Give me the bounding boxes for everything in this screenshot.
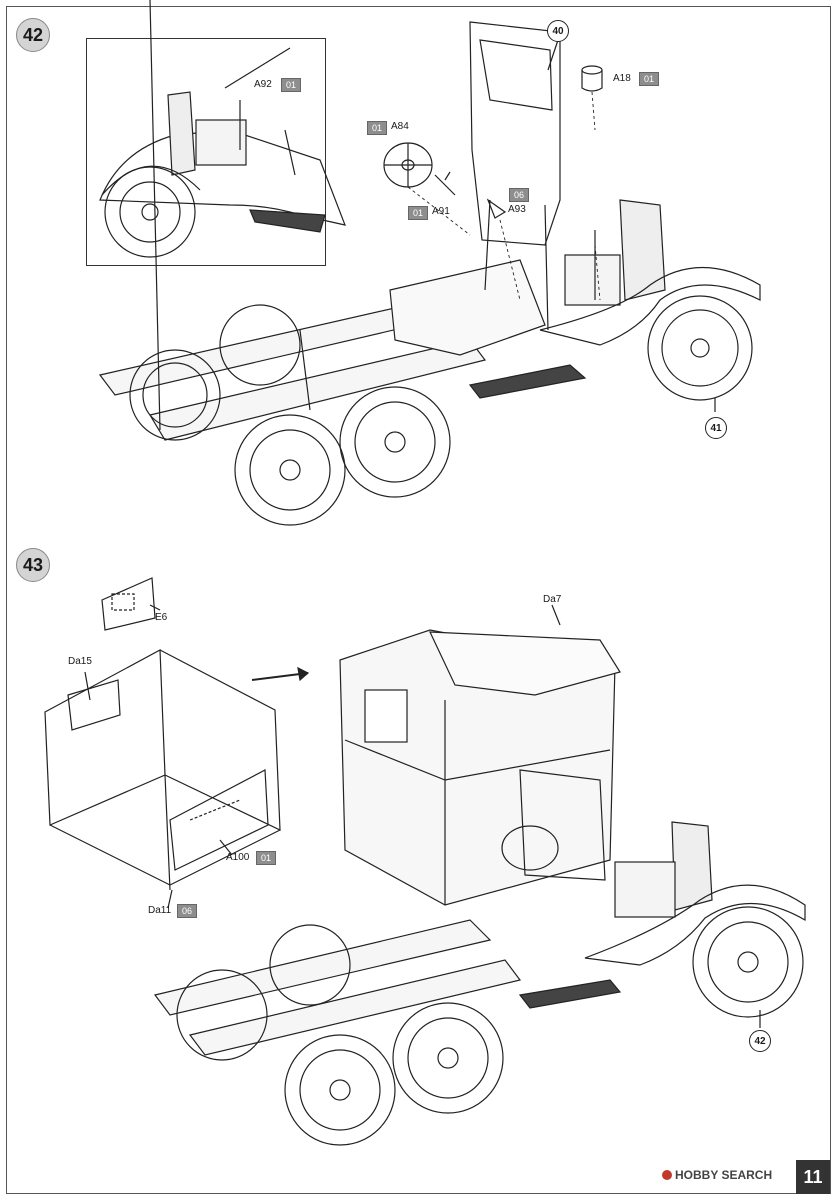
color-badge-a91: 01 bbox=[408, 206, 429, 220]
assembly-arrow bbox=[251, 666, 310, 682]
step42-truck bbox=[98, 0, 761, 526]
part-label-e6: E6 bbox=[155, 612, 168, 623]
step-43-number: 43 bbox=[16, 548, 50, 582]
ref-step-42: 42 bbox=[749, 1030, 771, 1052]
step-42-number: 42 bbox=[16, 18, 50, 52]
step43-cab-parts bbox=[44, 577, 281, 891]
color-badge-da11: 06 bbox=[177, 904, 198, 918]
part-label-da15: Da15 bbox=[68, 656, 92, 667]
part-label-a18: A18 bbox=[613, 73, 631, 84]
part-label-da7: Da7 bbox=[543, 594, 562, 605]
color-badge-a84: 01 bbox=[367, 121, 388, 135]
hobby-search-watermark: HOBBY SEARCH bbox=[662, 1168, 772, 1182]
ref-step-40: 40 bbox=[547, 20, 569, 42]
color-badge-a93: 06 bbox=[509, 188, 530, 202]
part-label-a100: A100 bbox=[226, 852, 250, 863]
part-label-da11: Da11 bbox=[148, 905, 172, 916]
part-label-a92: A92 bbox=[254, 79, 272, 90]
inset-engine-drawing bbox=[99, 47, 346, 258]
step43-truck bbox=[84, 604, 806, 1146]
part-label-a93: A93 bbox=[508, 204, 526, 215]
part-label-a84: A84 bbox=[391, 121, 409, 132]
color-badge-a100: 01 bbox=[256, 851, 277, 865]
ref-step-41: 41 bbox=[705, 417, 727, 439]
part-label-a91: A91 bbox=[432, 206, 450, 217]
color-badge-a92: 01 bbox=[281, 78, 302, 92]
color-badge-a18: 01 bbox=[639, 72, 660, 86]
hobby-search-logo-icon bbox=[662, 1170, 672, 1180]
page-border bbox=[6, 6, 831, 1194]
page-number: 11 bbox=[796, 1160, 830, 1194]
watermark-text: HOBBY SEARCH bbox=[675, 1168, 773, 1182]
